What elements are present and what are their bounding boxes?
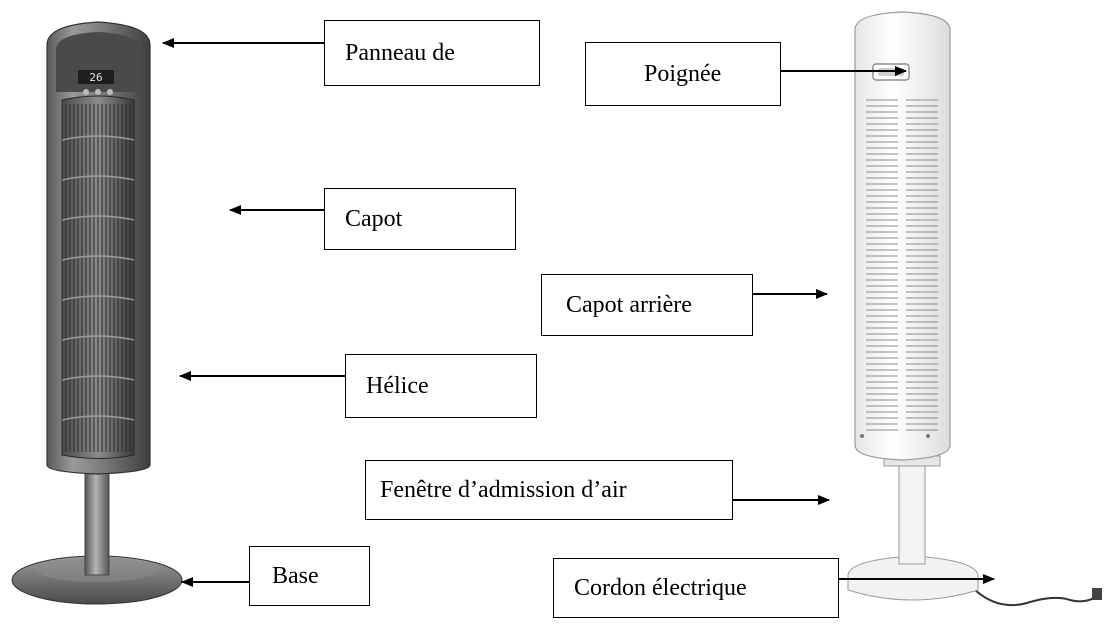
label-poignee-text: Poignée — [644, 60, 722, 87]
grille-ring — [61, 295, 135, 301]
rear-fan — [847, 11, 1102, 606]
grille-ring — [61, 375, 135, 381]
front-fan-display — [78, 70, 114, 84]
label-panneau: Panneau de — [324, 20, 540, 86]
grille-vents — [65, 104, 131, 452]
rear-fan-cord — [974, 589, 1099, 606]
label-helice: Hélice — [345, 354, 537, 418]
label-fenetre: Fenêtre d’admission d’air — [365, 460, 733, 520]
grille-ring — [61, 135, 135, 141]
grille-ring — [61, 335, 135, 341]
grille-ring — [61, 215, 135, 221]
label-base-text: Base — [272, 562, 319, 589]
label-cordon: Cordon électrique — [553, 558, 839, 618]
grille-ring — [61, 255, 135, 261]
label-fenetre-text: Fenêtre d’admission d’air — [380, 476, 627, 503]
front-fan-pole — [84, 464, 110, 576]
label-cordon-text: Cordon électrique — [574, 574, 747, 601]
callout-arrows — [162, 38, 995, 587]
label-helice-text: Hélice — [366, 372, 429, 399]
rear-fan-pole — [898, 461, 926, 565]
label-capot-arriere: Capot arrière — [541, 274, 753, 336]
grille-ring — [61, 415, 135, 421]
label-poignee: Poignée — [585, 42, 781, 106]
grille-ring — [61, 175, 135, 181]
label-capot-text: Capot — [345, 205, 403, 232]
display-readout: 26 — [89, 71, 102, 84]
label-capot-arriere-text: Capot arrière — [566, 291, 692, 318]
rear-air-vents — [866, 99, 938, 431]
label-base: Base — [249, 546, 370, 606]
label-capot: Capot — [324, 188, 516, 250]
grille-rings — [61, 135, 135, 421]
label-panneau-text: Panneau de — [345, 39, 455, 66]
front-fan: 26 — [11, 21, 183, 605]
